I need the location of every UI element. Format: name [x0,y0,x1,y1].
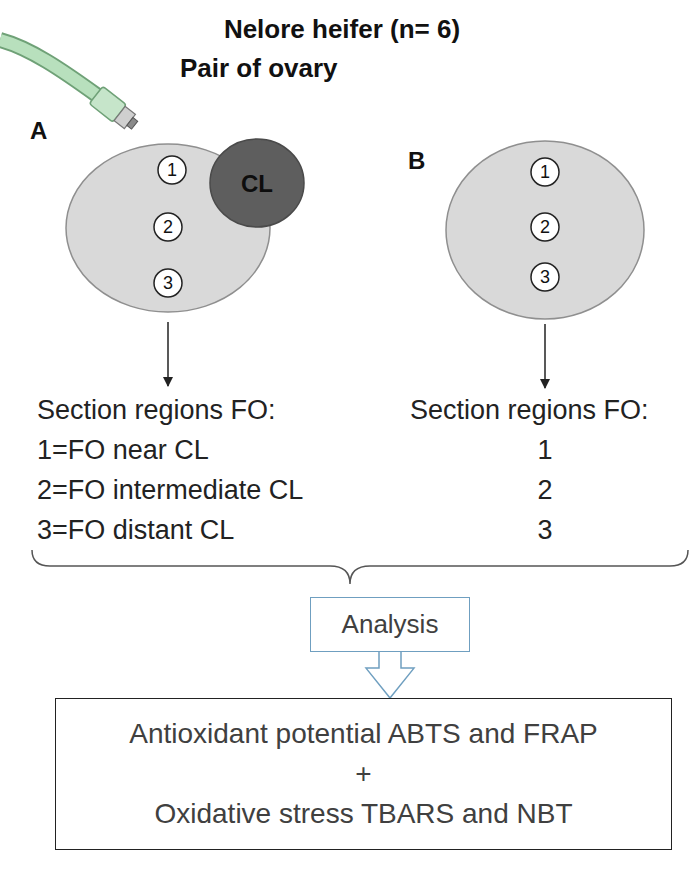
region-circle-text: 1 [167,159,177,181]
result-box-text: Antioxidant potential ABTS and FRAP [129,714,598,754]
region-note: 1=FO near CL [37,434,209,466]
region-circle-shape [158,156,186,184]
region-number: 1 [537,434,552,466]
region-number: 3 [537,514,552,546]
region-circle-text: 2 [540,216,550,238]
result-box-text: + [355,754,371,794]
block-arrow [366,652,414,698]
region-circle: 3 [153,268,183,298]
corpus-luteum: CL [209,138,305,228]
ultrasound-probe [0,40,141,134]
result-box-text: Oxidative stress TBARS and NBT [154,794,572,834]
ovary: ACL123 [65,143,271,313]
result-box: Antioxidant potential ABTS and FRAP+Oxid… [55,698,672,850]
region-circle: 2 [153,212,183,242]
panel-letter: A [30,116,47,145]
region-circle: 1 [157,155,187,185]
region-circle: 3 [530,262,560,292]
region-circle-shape [531,158,559,186]
process-box: Analysis [310,597,470,652]
panel-letter: B [408,146,425,175]
region-note: 3=FO distant CL [37,514,234,546]
ovary-shape [446,141,644,319]
region-note: 2=FO intermediate CL [37,474,303,506]
section-heading: Section regions FO: [37,394,276,426]
region-circle-shape [154,213,182,241]
down-arrow [167,322,169,386]
region-circle: 1 [530,157,560,187]
region-circle-shape [531,213,559,241]
ovary: B123 [445,140,645,320]
corpus-luteum-text: CL [241,169,273,198]
region-circle-shape [154,269,182,297]
region-circle-shape [531,263,559,291]
merge-bracket [32,550,688,584]
region-circle: 2 [530,212,560,242]
group-heading: Pair of ovary [180,52,338,84]
region-circle-text: 2 [163,216,173,238]
region-circle-text: 3 [163,272,173,294]
region-circle-text: 3 [540,266,550,288]
section-heading: Section regions FO: [410,394,649,426]
diagram-title: Nelore heifer (n= 6) [0,14,688,45]
corpus-luteum-shape [210,139,304,227]
down-arrow [544,324,546,388]
region-number: 2 [537,474,552,506]
region-circle-text: 1 [540,161,550,183]
process-box-text: Analysis [342,609,439,640]
